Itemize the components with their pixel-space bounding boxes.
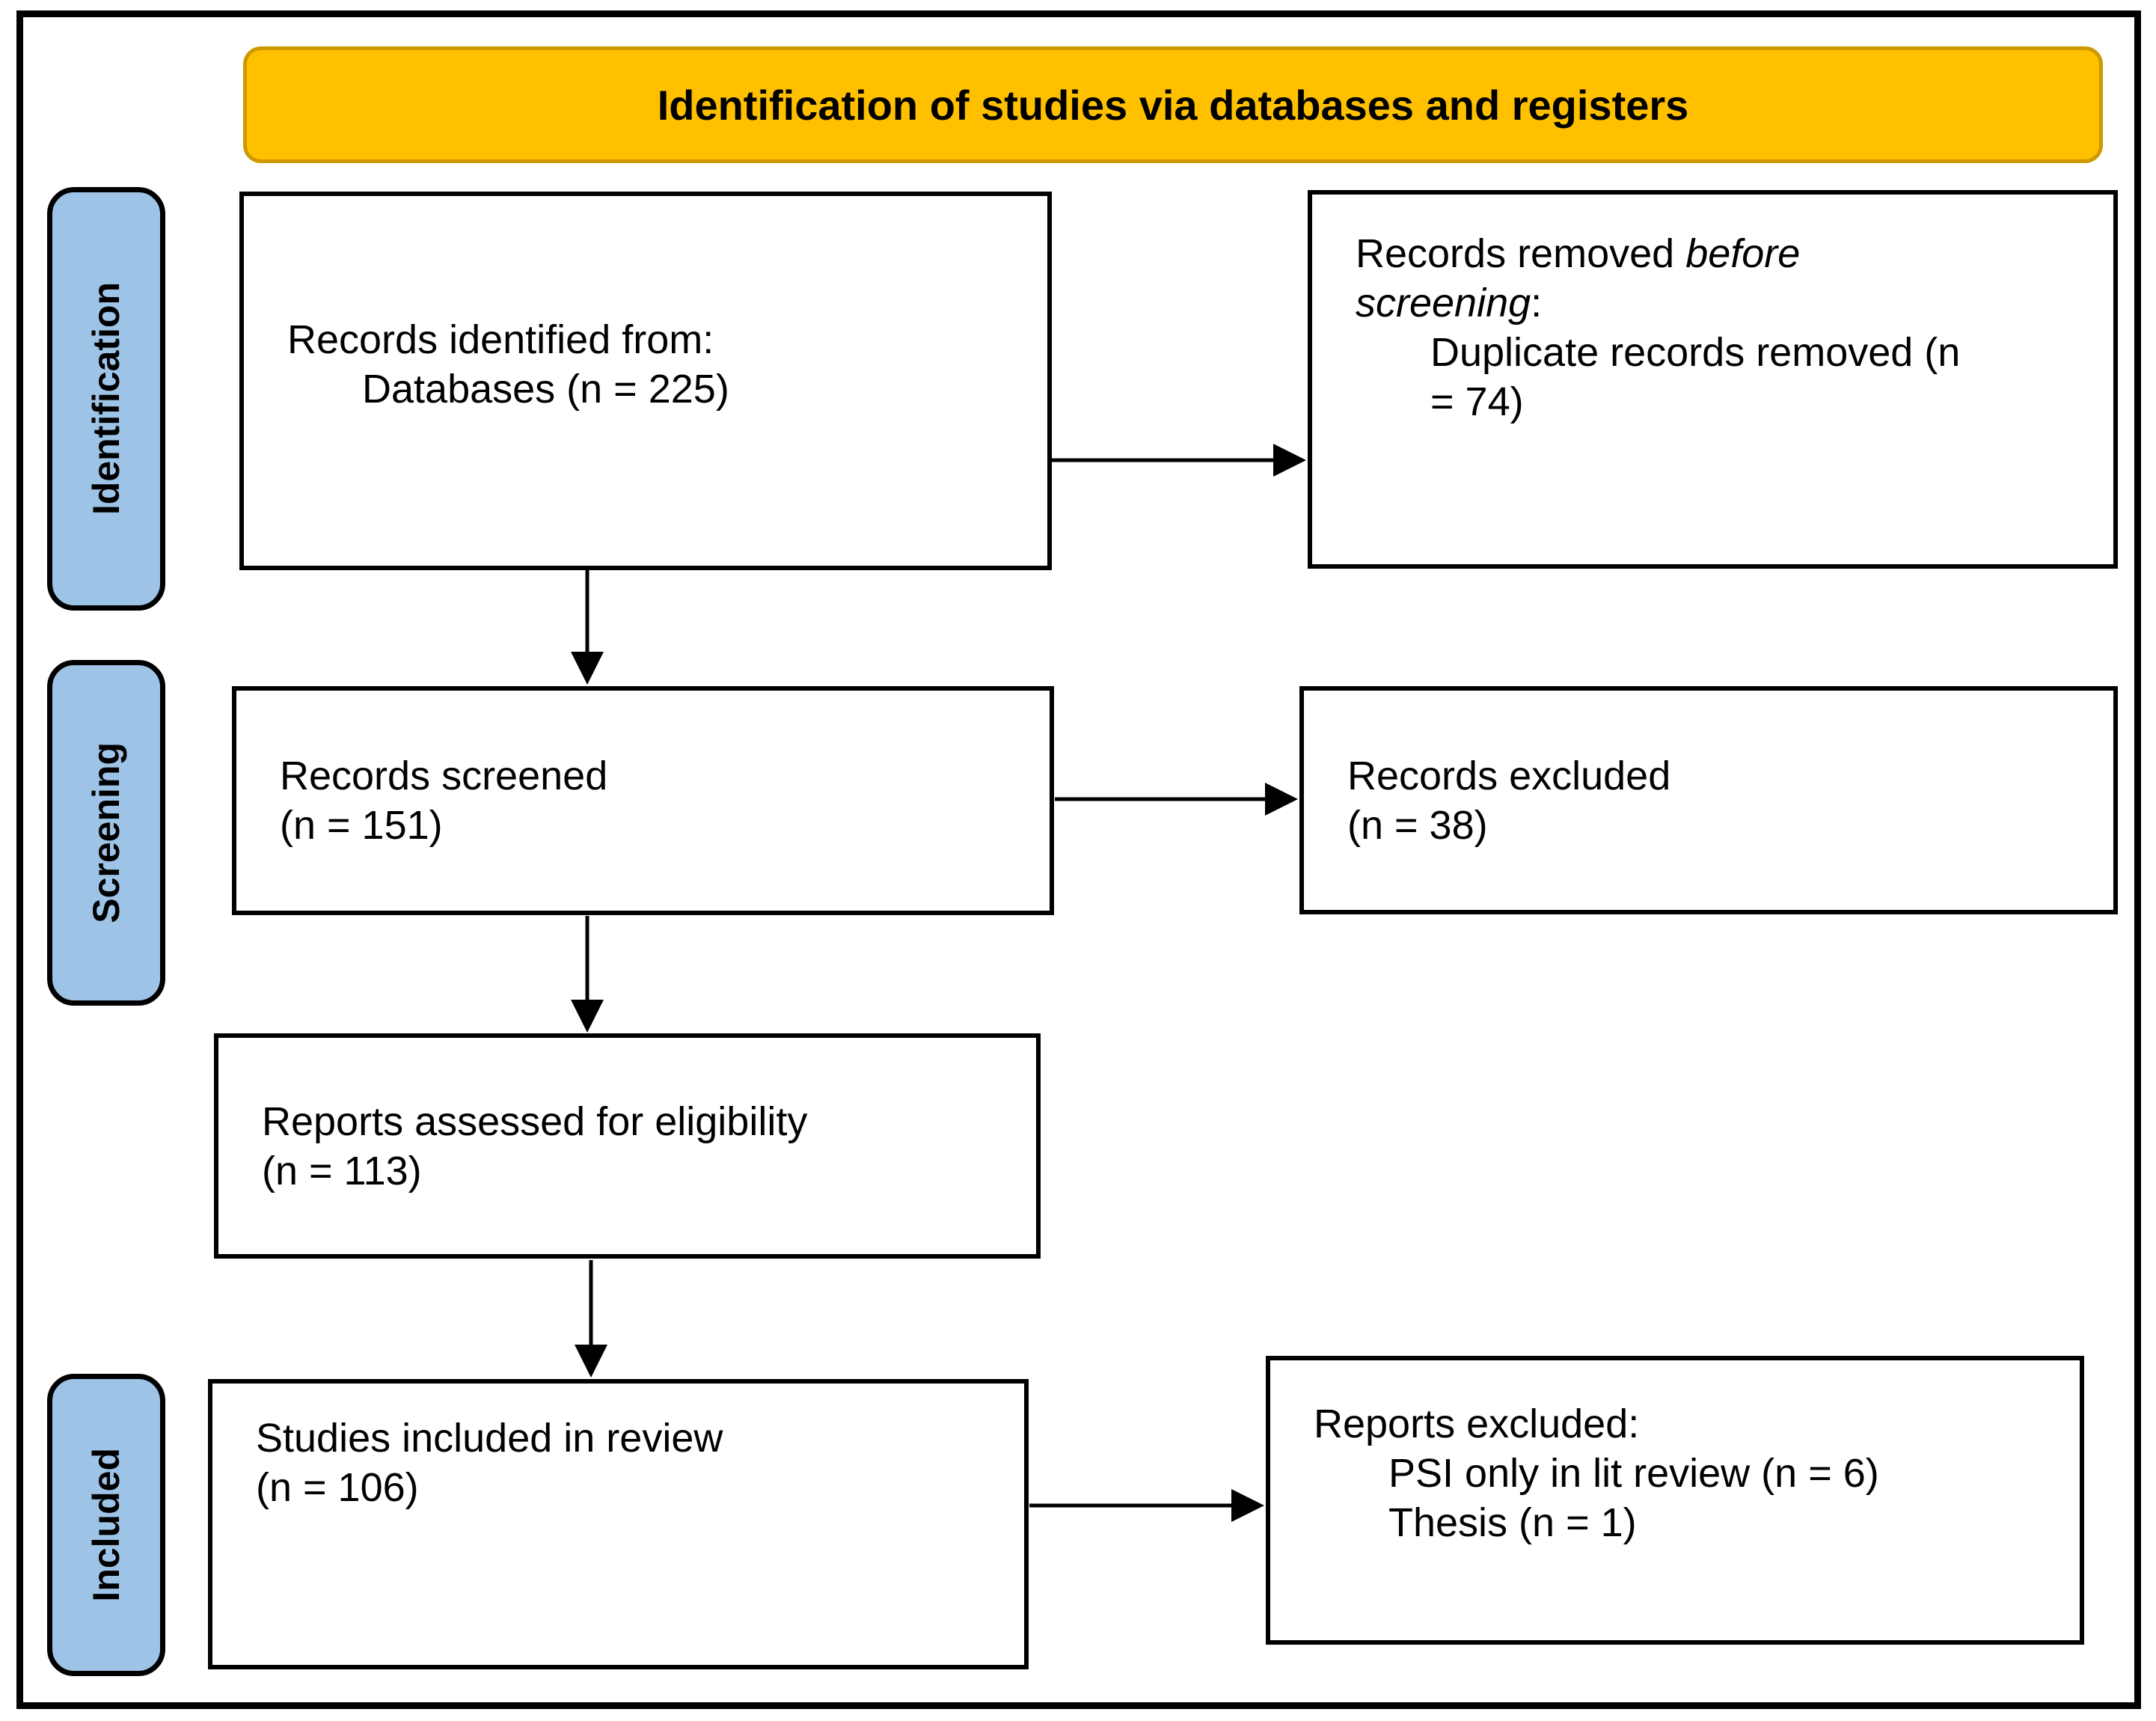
records-removed-item1-line1: Duplicate records removed (n xyxy=(1430,330,1961,375)
stage-label-screening-text: Screening xyxy=(85,742,127,923)
box-records-removed: Records removed before screening: Duplic… xyxy=(1308,190,2118,569)
reports-assessed-line1: Reports assessed for eligibility xyxy=(262,1098,808,1144)
reports-excluded-item1: PSI only in lit review (n = 6) xyxy=(1388,1451,1879,1496)
stage-label-screening: Screening xyxy=(47,660,165,1006)
stage-label-identification: Identification xyxy=(47,187,165,611)
stage-label-included-text: Included xyxy=(85,1448,127,1602)
box-reports-excluded: Reports excluded: PSI only in lit review… xyxy=(1266,1356,2084,1645)
records-removed-item1-line2: = 74) xyxy=(1430,379,1524,424)
records-removed-line2-normal: : xyxy=(1531,281,1543,325)
records-excluded-line2: (n = 38) xyxy=(1347,802,1488,848)
records-excluded-line1: Records excluded xyxy=(1347,753,1671,798)
records-removed-line1-normal: Records removed xyxy=(1356,231,1686,276)
records-identified-line1: Records identified from: xyxy=(287,317,714,362)
header-banner: Identification of studies via databases … xyxy=(243,46,2103,163)
studies-included-line2: (n = 106) xyxy=(256,1465,419,1510)
records-screened-line1: Records screened xyxy=(280,753,608,798)
header-title: Identification of studies via databases … xyxy=(657,81,1689,129)
reports-excluded-line1: Reports excluded: xyxy=(1314,1401,1640,1446)
box-records-excluded: Records excluded (n = 38) xyxy=(1299,686,2118,914)
studies-included-line1: Studies included in review xyxy=(256,1416,723,1461)
records-identified-item1: Databases (n = 225) xyxy=(362,367,729,412)
box-records-screened: Records screened (n = 151) xyxy=(232,686,1054,915)
records-removed-line2-italic: screening xyxy=(1356,281,1531,325)
records-screened-line2: (n = 151) xyxy=(280,803,443,848)
stage-label-included: Included xyxy=(47,1374,165,1676)
records-removed-line1-italic: before xyxy=(1685,231,1801,276)
reports-assessed-line2: (n = 113) xyxy=(262,1148,422,1193)
box-studies-included: Studies included in review (n = 106) xyxy=(208,1379,1029,1669)
reports-excluded-item2: Thesis (n = 1) xyxy=(1388,1500,1637,1545)
records-removed-line1: Records removed before xyxy=(1356,229,2083,278)
box-reports-assessed: Reports assessed for eligibility (n = 11… xyxy=(214,1033,1041,1259)
records-removed-line2: screening: xyxy=(1356,278,2083,328)
stage-label-identification-text: Identification xyxy=(85,282,127,516)
box-records-identified: Records identified from: Databases (n = … xyxy=(239,192,1052,570)
diagram-outer-border xyxy=(16,10,2141,1709)
box-records-identified-text: Records identified from: Databases (n = … xyxy=(287,315,1017,414)
